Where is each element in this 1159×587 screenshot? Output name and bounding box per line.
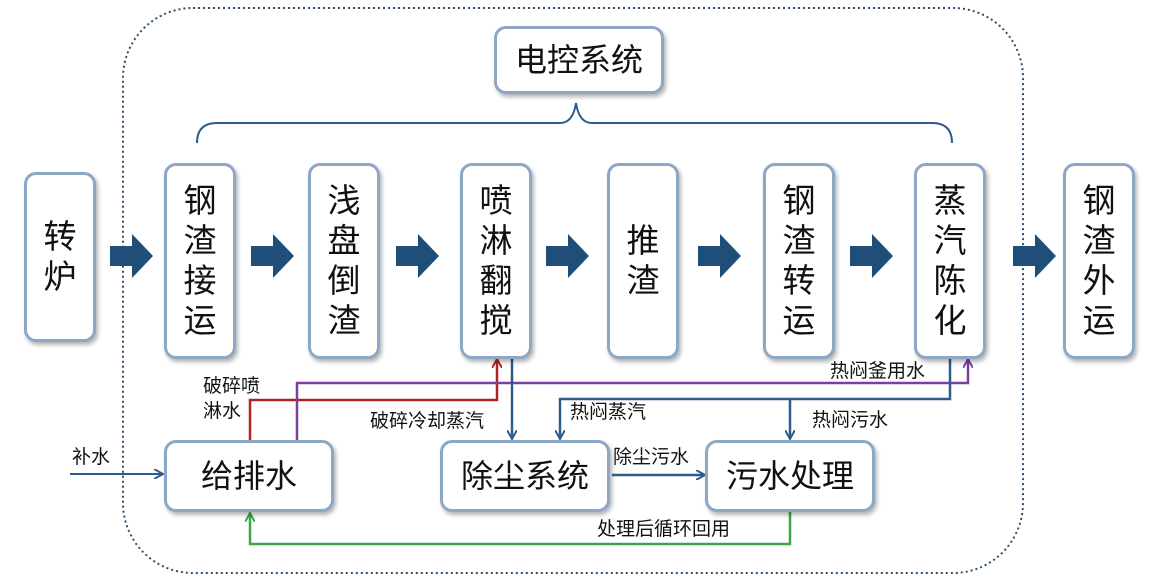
step-label: 钢渣转运 bbox=[782, 181, 816, 340]
step-steam-aging: 蒸汽陈化 bbox=[914, 163, 986, 359]
step-slag-receive: 钢渣接运 bbox=[164, 163, 236, 359]
step-converter: 转炉 bbox=[24, 172, 96, 342]
crush-spray-label-1: 破碎喷 bbox=[203, 375, 261, 397]
step-shallow-pour: 浅盘倒渣 bbox=[308, 163, 380, 359]
hot-wastewater-label: 热闷污水 bbox=[812, 409, 889, 431]
step-slag-transfer: 钢渣转运 bbox=[763, 163, 835, 359]
step-label: 蒸汽陈化 bbox=[933, 181, 967, 340]
recycle-label: 处理后循环回用 bbox=[597, 518, 731, 540]
hot-tank-water-line bbox=[295, 360, 968, 440]
step-label: 转炉 bbox=[43, 217, 77, 296]
flow-arrow-1 bbox=[110, 234, 153, 278]
hot-steam-label: 热闷蒸汽 bbox=[570, 401, 647, 423]
crush-spray-water-line bbox=[248, 360, 497, 440]
recycle-line bbox=[250, 512, 792, 546]
control-brace bbox=[196, 102, 953, 144]
control-system-label: 电控系统 bbox=[514, 41, 643, 79]
step-push-slag: 推渣 bbox=[607, 163, 679, 359]
makeup-water-label: 补水 bbox=[72, 446, 111, 468]
wastewater-label: 污水处理 bbox=[725, 457, 854, 495]
hot-steam-line bbox=[560, 358, 952, 438]
flow-arrow-6 bbox=[850, 234, 893, 278]
hot-tank-water-label: 热闷釜用水 bbox=[830, 360, 926, 382]
dust-removal-box: 除尘系统 bbox=[440, 440, 610, 512]
dust-removal-label: 除尘系统 bbox=[460, 457, 589, 495]
control-system-box: 电控系统 bbox=[494, 26, 664, 94]
crush-spray-label-2: 淋水 bbox=[203, 400, 242, 422]
water-supply-label: 给排水 bbox=[200, 457, 297, 495]
flow-arrow-2 bbox=[251, 234, 294, 278]
flow-arrow-7 bbox=[1013, 234, 1056, 278]
flow-arrow-5 bbox=[698, 234, 741, 278]
water-supply-box: 给排水 bbox=[164, 440, 334, 512]
step-label: 喷淋翻搅 bbox=[479, 181, 513, 340]
flow-arrow-4 bbox=[546, 234, 589, 278]
system-boundary bbox=[122, 7, 1024, 574]
step-label: 钢渣接运 bbox=[183, 181, 217, 340]
wastewater-box: 污水处理 bbox=[705, 440, 875, 512]
step-label: 推渣 bbox=[626, 221, 660, 300]
flow-arrow-3 bbox=[396, 234, 439, 278]
crush-cooling-steam-label: 破碎冷却蒸汽 bbox=[370, 410, 485, 432]
step-slag-export: 钢渣外运 bbox=[1063, 163, 1135, 359]
step-label: 浅盘倒渣 bbox=[327, 181, 361, 340]
dust-wastewater-label: 除尘污水 bbox=[613, 446, 690, 468]
step-label: 钢渣外运 bbox=[1082, 181, 1116, 340]
step-spray-stir: 喷淋翻搅 bbox=[460, 163, 532, 359]
